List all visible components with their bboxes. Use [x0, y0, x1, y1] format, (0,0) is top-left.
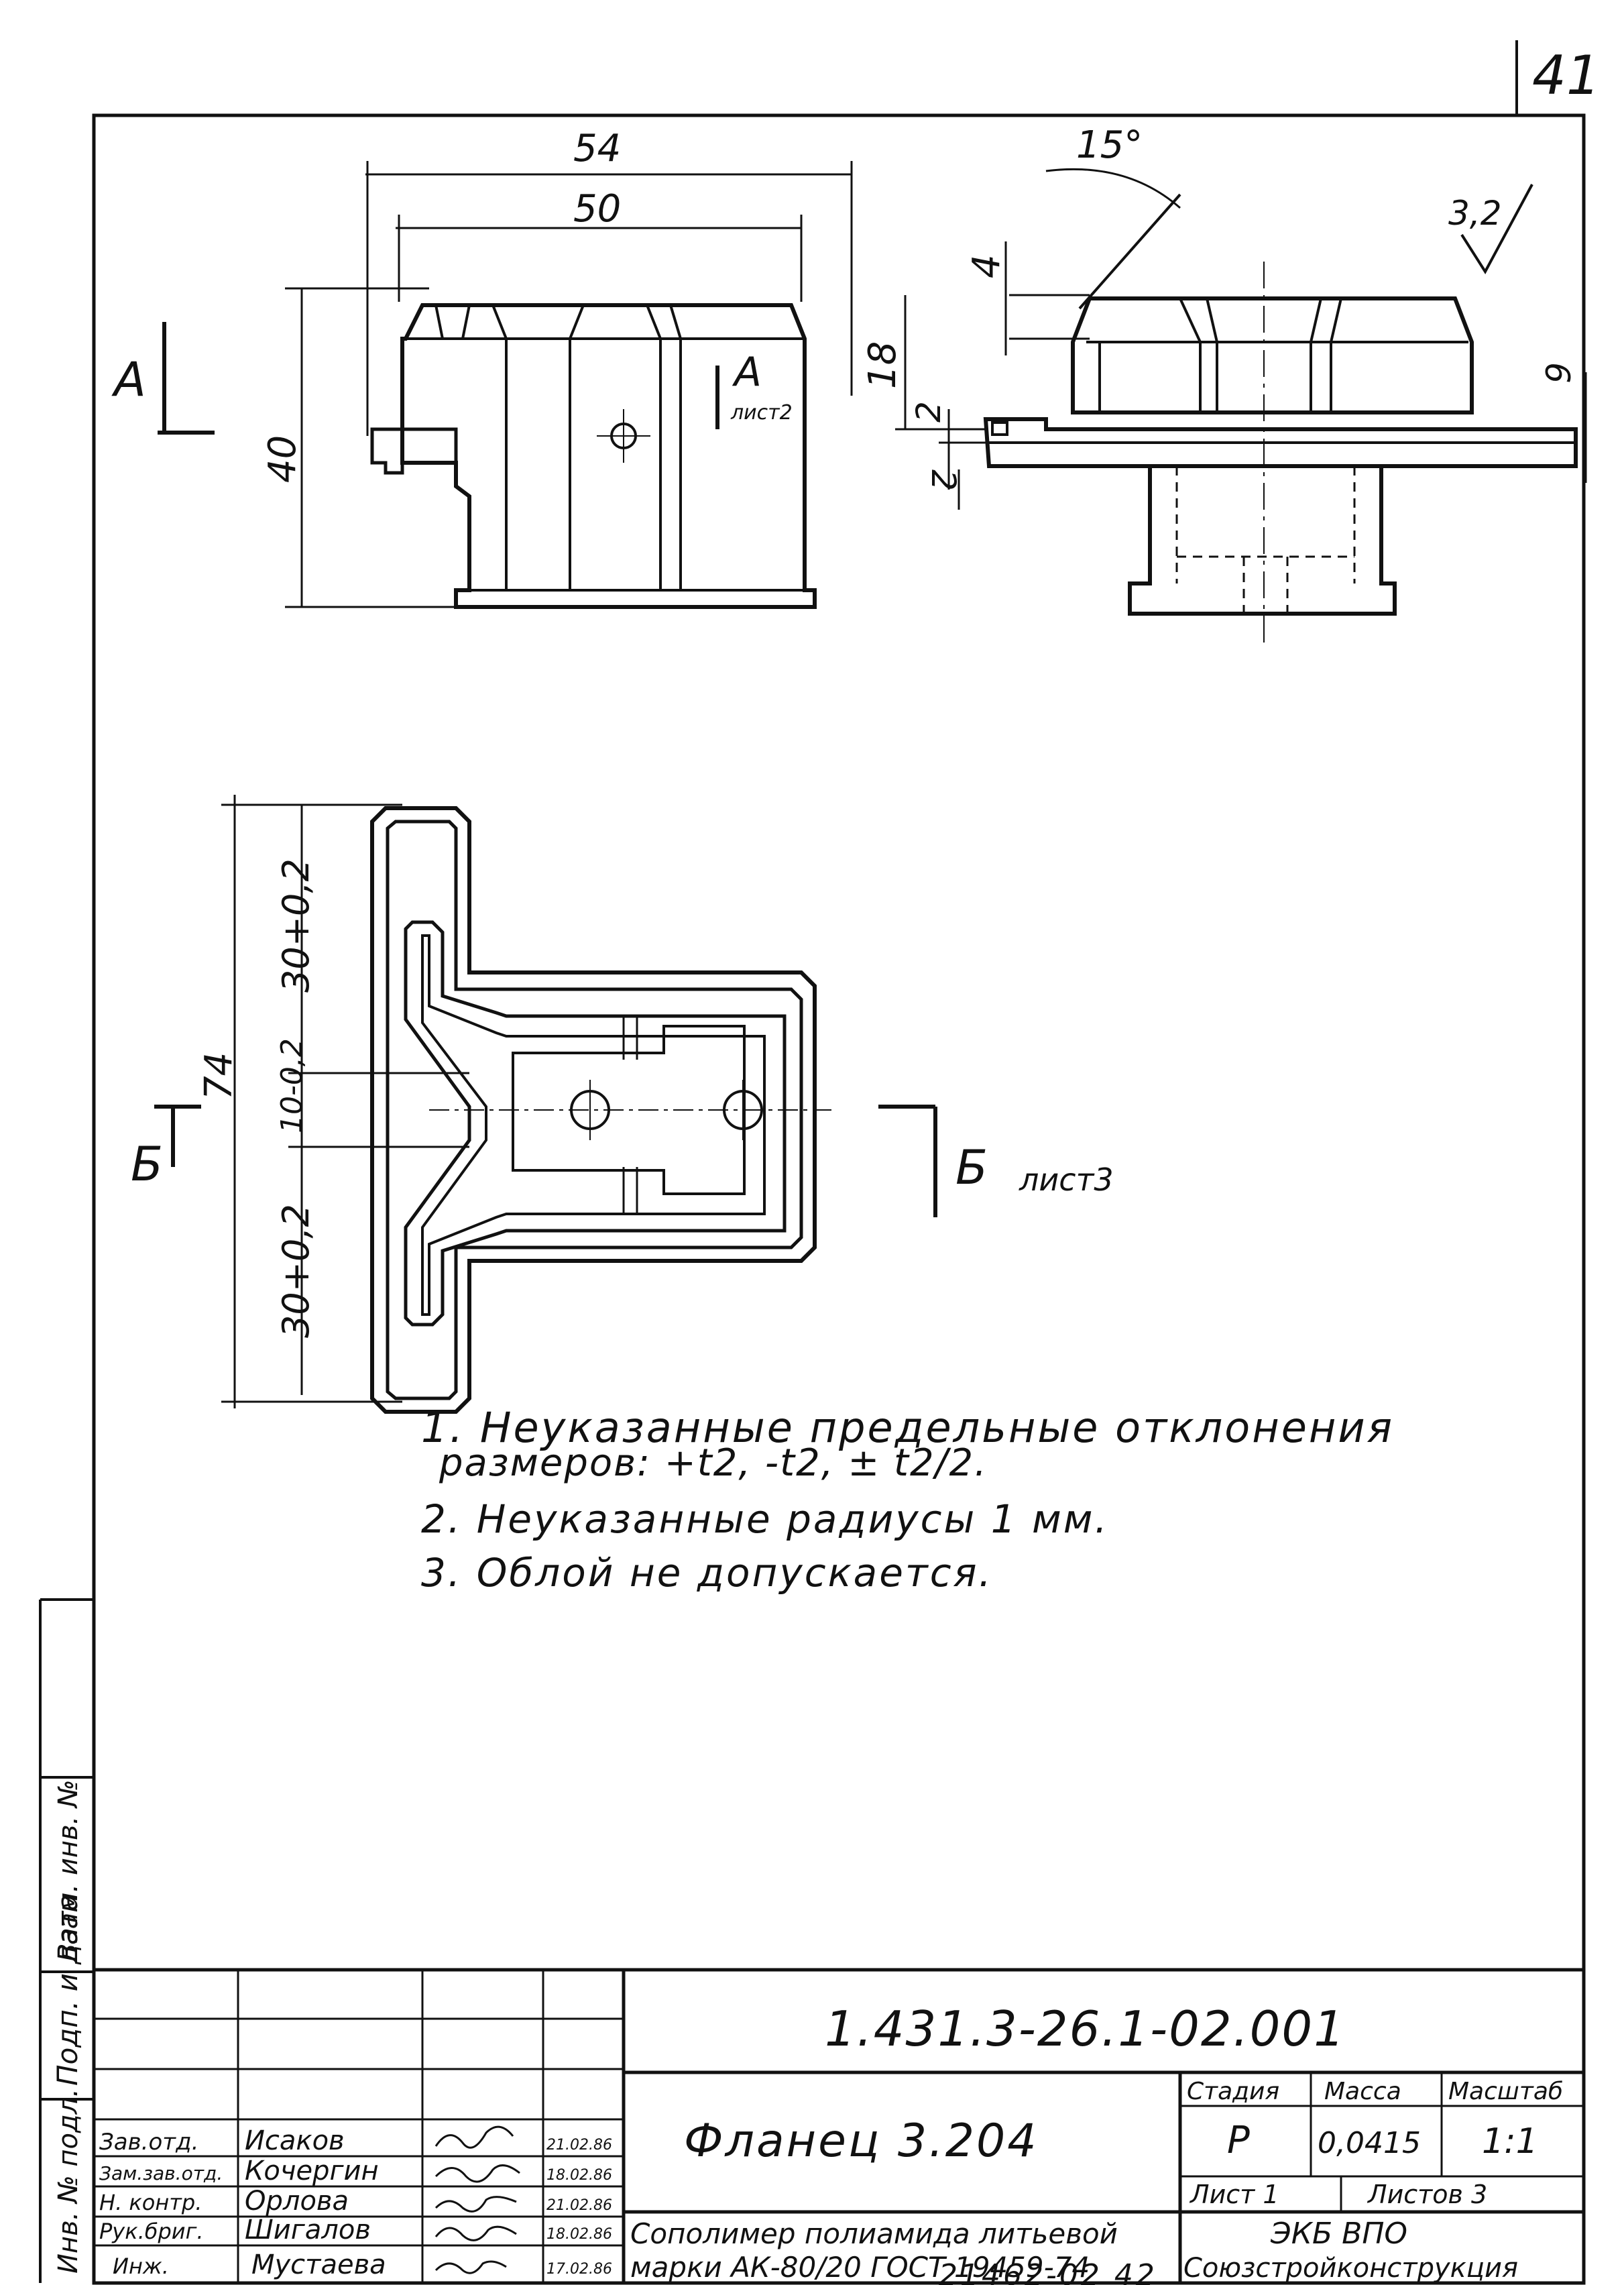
sig-date-1: 21.02.86 [546, 2137, 612, 2154]
dim-bottom: 30+0,2 [275, 1204, 317, 1338]
side-stamp: Инв. № подл. Подп. и дата Взам. инв. № [39, 1598, 94, 2283]
sig-date-2: 18.02.86 [546, 2167, 612, 2184]
material-line2: марки АК-80/20 ГОСТ 19459-74 [630, 2251, 1090, 2284]
dim-2a: 2 [909, 401, 948, 423]
sig-role-3: Н. контр. [99, 2190, 202, 2215]
section-ref-sheet-b: лист3 [1019, 1162, 1114, 1198]
title-block: 1.431.3-26.1-02.001 Фланец 3.204 Сополим… [94, 1968, 1584, 2284]
material-line1: Сополимер полиамида литьевой [630, 2217, 1118, 2250]
sig-name-3: Орлова [245, 2186, 349, 2217]
side-stamp-replace: Взам. инв. № [53, 1779, 84, 1962]
scale-value: 1:1 [1482, 2121, 1538, 2162]
sig-name-2: Кочергин [245, 2156, 379, 2186]
dim-width-outer: 54 [573, 127, 621, 170]
note-1-cont: размеров: +t2, -t2, ± t2/2. [439, 1441, 988, 1485]
dim-18: 18 [861, 341, 905, 389]
page-number: 41 [1532, 44, 1601, 107]
sheet-count: Листов 3 [1367, 2180, 1487, 2209]
dim-4: 4 [965, 254, 1008, 278]
sig-role-2: Зам.зав.отд. [99, 2162, 223, 2184]
sig-role-4: Рук.бриг. [99, 2219, 204, 2244]
sig-name-4: Шигалов [245, 2215, 371, 2245]
sig-name-1: Исаков [245, 2125, 345, 2156]
scale-header: Масштаб [1448, 2078, 1563, 2105]
dim-mid: 10-0,2 [275, 1038, 309, 1133]
side-stamp-inv: Инв. № подл. [53, 2088, 84, 2274]
angle-label: 15° [1076, 123, 1143, 167]
designation: 1.431.3-26.1-02.001 [825, 2001, 1346, 2057]
dim-6: 6 [1538, 362, 1576, 384]
dim-total: 74 [197, 1052, 241, 1100]
stage-value: Р [1227, 2119, 1250, 2162]
side-view: 15° 3,2 4 18 2 [861, 123, 1587, 644]
section-label-a: А [111, 352, 146, 407]
org-line2: Союзстройконструкция [1183, 2253, 1518, 2284]
sig-role-1: Зав.отд. [99, 2129, 198, 2156]
sig-date-3: 21.02.86 [546, 2197, 612, 2214]
mass-header: Масса [1324, 2078, 1401, 2105]
sig-date-5: 17.02.86 [546, 2261, 612, 2278]
section-ref-a: А [732, 349, 762, 396]
mass-value: 0,0415 [1318, 2126, 1421, 2160]
dim-top: 30+0,2 [275, 858, 317, 993]
section-label-b-left: Б [131, 1137, 163, 1192]
note-3: 3. Облой не допускается. [421, 1550, 993, 1596]
sheet-frame [92, 113, 1586, 2285]
part-name: Фланец 3.204 [684, 2115, 1039, 2168]
bottom-code: 21462-02 42 [939, 2258, 1157, 2285]
dim-2b: 2 [924, 469, 963, 491]
note-2: 2. Неуказанные радиусы 1 мм. [421, 1496, 1109, 1542]
stage-header: Стадия [1187, 2078, 1279, 2105]
sig-name-5: Мустаева [251, 2249, 386, 2280]
dim-height: 40 [261, 435, 304, 483]
signature-scribbles [434, 2125, 520, 2274]
notes: 1. Неуказанные предельные отклонения раз… [421, 1403, 1394, 1596]
org-line1: ЭКБ ВПО [1270, 2217, 1407, 2251]
section-ref-sheet-a: лист2 [730, 401, 793, 425]
side-stamp-sign: Подп. и дата [51, 1894, 84, 2086]
sig-role-5: Инж. [113, 2253, 169, 2279]
sheet-number: Лист 1 [1189, 2180, 1279, 2209]
front-view: 54 50 40 А А лист2 [111, 127, 853, 609]
roughness-label: 3,2 [1448, 194, 1502, 233]
sig-date-4: 18.02.86 [546, 2226, 612, 2243]
plan-view: 74 30+0,2 10-0,2 30+0,2 Б Б лист3 [131, 795, 1114, 1414]
note-1: 1. Неуказанные предельные отклонения [421, 1403, 1394, 1452]
section-label-b-right: Б [955, 1140, 988, 1195]
dim-width-inner: 50 [573, 187, 621, 231]
